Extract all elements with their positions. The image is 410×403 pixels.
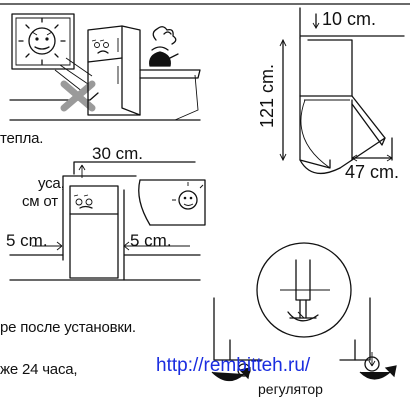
dimension-left-gap: 5 cm. xyxy=(6,231,48,250)
text-line-b: см от xyxy=(22,193,58,210)
text-install: ре после установки. xyxy=(0,319,136,336)
dimension-top-gap: 10 cm. xyxy=(322,9,377,29)
caption-regulator: регулятор xyxy=(258,381,323,397)
sun-window-icon xyxy=(11,13,75,70)
text-heat: тепла. xyxy=(0,130,44,147)
sun-window-icon-2 xyxy=(138,179,206,226)
kettle-icon xyxy=(139,26,201,79)
prohibited-cross-icon xyxy=(60,80,96,112)
text-hours: же 24 часа, xyxy=(0,361,78,378)
fridge-front-icon xyxy=(69,185,119,279)
dimension-door-depth: 47 cm. xyxy=(345,162,400,182)
dimension-height: 121 cm. xyxy=(257,63,277,128)
dimension-top-clearance: 30 cm. xyxy=(92,144,144,163)
dimension-right-gap: 5 cm. xyxy=(130,231,172,250)
text-line-a: уса, xyxy=(38,175,65,192)
fridge-icon xyxy=(87,25,141,116)
watermark-link[interactable]: http://rembitteh.ru/ xyxy=(156,355,311,376)
rotate-arrow-icon xyxy=(211,365,397,382)
